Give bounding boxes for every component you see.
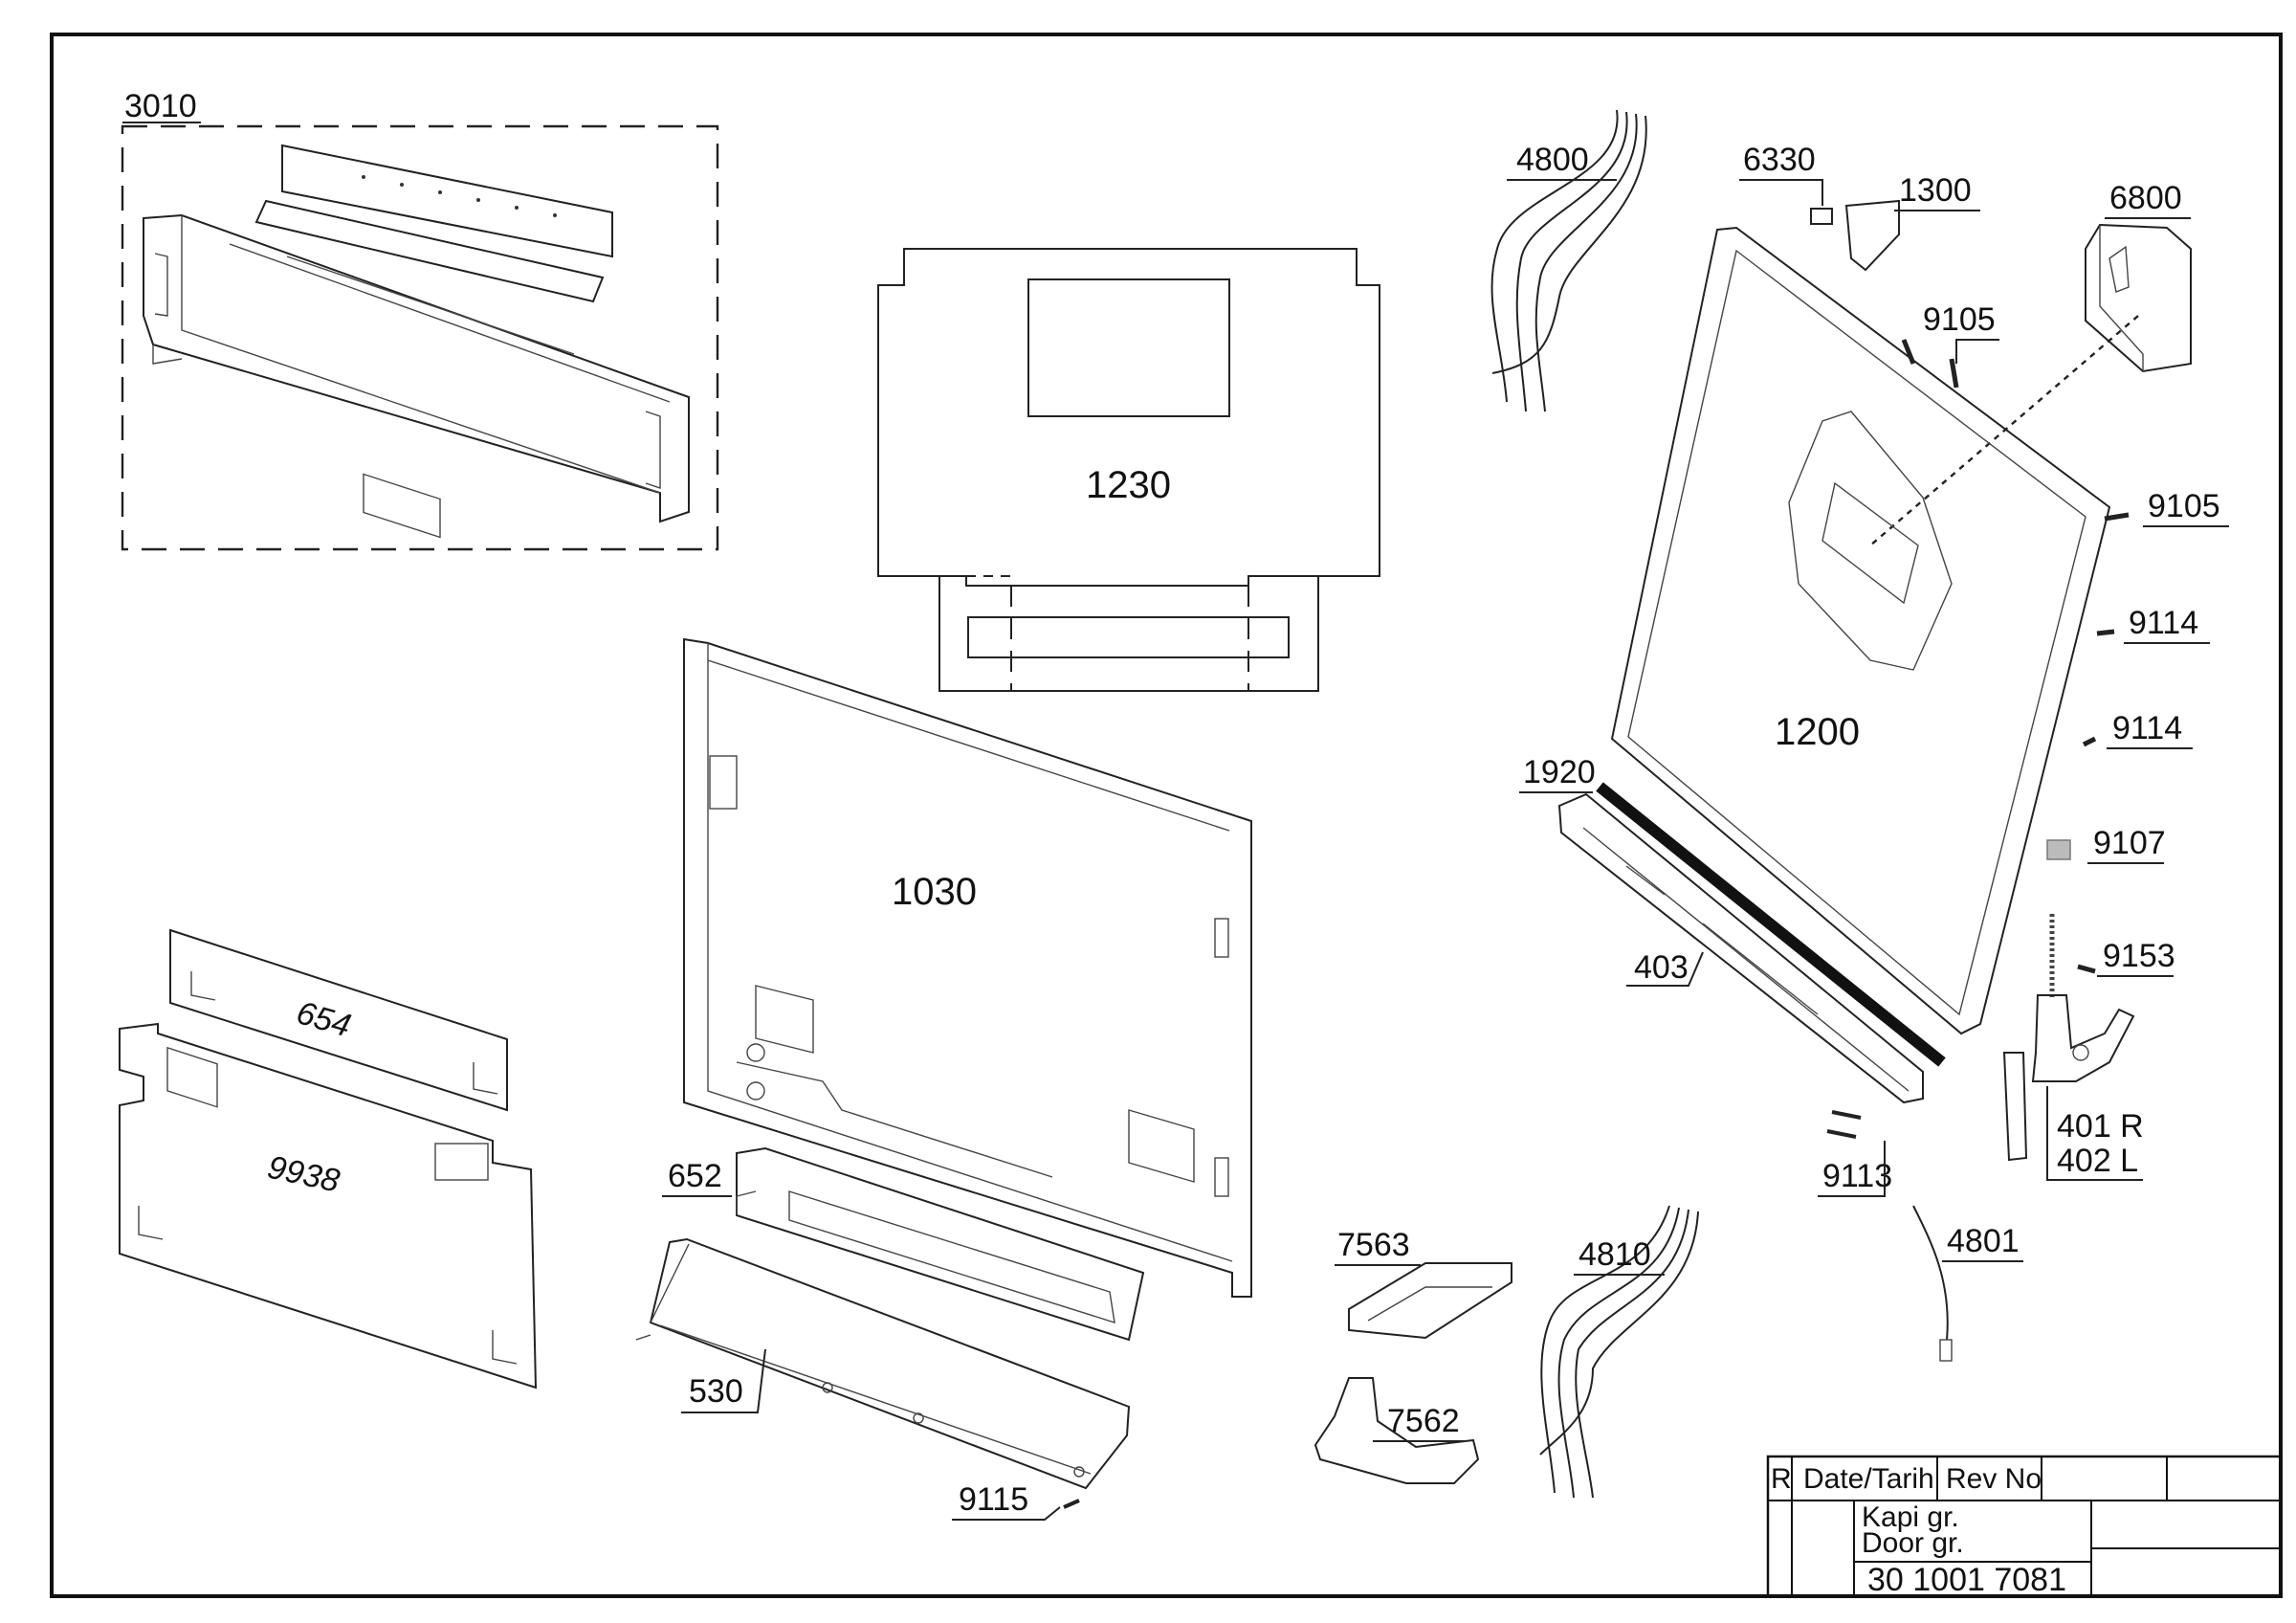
sheet-border	[50, 33, 2283, 1598]
label-6800: 6800	[2109, 180, 2182, 216]
part-1920-seal: 1920	[1519, 754, 1946, 1067]
part-401r-402l-hinge: 401 R 402 L	[2002, 914, 2144, 1181]
label-9107: 9107	[2093, 825, 2166, 861]
part-1230-insulation: 1230	[877, 248, 1380, 692]
label-654: 654	[293, 994, 355, 1044]
label-1230: 1230	[1086, 464, 1171, 506]
label-1200: 1200	[1775, 711, 1860, 753]
label-1300: 1300	[1899, 172, 1972, 209]
part-9107-clip: 9107	[2046, 825, 2166, 864]
title-block-desc-tr: Kapi gr.	[1862, 1501, 1959, 1533]
label-7563: 7563	[1337, 1227, 1410, 1263]
title-block-col-r: R	[1771, 1463, 1792, 1495]
label-9115: 9115	[959, 1481, 1028, 1518]
label-9105-top: 9105	[1923, 301, 1996, 338]
label-402l: 402 L	[2057, 1143, 2138, 1179]
part-9105-screw-b: 9105	[2104, 488, 2229, 527]
label-9114-b: 9114	[2112, 710, 2182, 746]
label-6330: 6330	[1743, 142, 1816, 178]
title-block-drawing-number: 30 1001 7081	[1867, 1562, 2066, 1598]
label-530: 530	[689, 1373, 743, 1410]
part-9114-screw-b: 9114	[2082, 710, 2193, 749]
part-9105-screw-a: 9105	[1901, 301, 1999, 389]
part-9153-bolt: 9153	[2077, 938, 2175, 977]
part-1030-inner-door: 1030	[683, 637, 1252, 1298]
part-1200-outer-door: 1200	[1610, 226, 2111, 1035]
label-4801: 4801	[1947, 1223, 2020, 1259]
label-1030: 1030	[892, 871, 977, 913]
label-652: 652	[668, 1158, 722, 1194]
label-9114-a: 9114	[2129, 605, 2198, 641]
part-4801-wire: 4801	[1912, 1205, 2023, 1362]
label-403: 403	[1634, 949, 1689, 986]
part-6330-switch: 6330	[1739, 142, 1833, 225]
part-7562-latch-holder: 7562	[1314, 1377, 1480, 1484]
part-654-plate: 654	[169, 928, 508, 1112]
label-7562: 7562	[1387, 1403, 1460, 1439]
label-401r: 401 R	[2057, 1108, 2144, 1145]
part-4810-wire-harness: 4810	[1539, 1205, 1699, 1499]
part-9114-screw-a: 9114	[2096, 605, 2210, 644]
part-652-handle: 652	[662, 1146, 1145, 1342]
label-9153: 9153	[2103, 938, 2175, 974]
label-4810: 4810	[1578, 1236, 1651, 1273]
label-4800: 4800	[1516, 142, 1589, 178]
part-530-bracket: 530	[635, 1237, 1131, 1490]
part-1300-door-lock: 1300	[1844, 172, 1980, 272]
part-9113-screws: 9113	[1818, 1110, 1892, 1197]
label-9105-right: 9105	[2148, 488, 2220, 524]
part-9115-screw: 9115	[952, 1481, 1080, 1521]
label-9938: 9938	[264, 1149, 342, 1200]
part-6800-dispenser: 6800	[1869, 180, 2192, 546]
part-3010-control-panel: 3010	[121, 88, 719, 551]
title-block: R Date/Tarih Rev No Kapi gr. Door gr. 30…	[1766, 1455, 2283, 1598]
title-block-col-date: Date/Tarih	[1803, 1463, 1934, 1495]
title-block-col-rev: Rev No	[1946, 1463, 2042, 1495]
label-3010: 3010	[124, 88, 197, 124]
part-403-rail: 403	[1557, 792, 1924, 1104]
part-4800-wire-harness: 4800	[1490, 109, 1647, 412]
label-1920: 1920	[1523, 754, 1596, 790]
label-9113: 9113	[1822, 1158, 1892, 1194]
part-7563-latch: 7563	[1335, 1227, 1512, 1340]
title-block-desc-en: Door gr.	[1862, 1527, 1964, 1559]
